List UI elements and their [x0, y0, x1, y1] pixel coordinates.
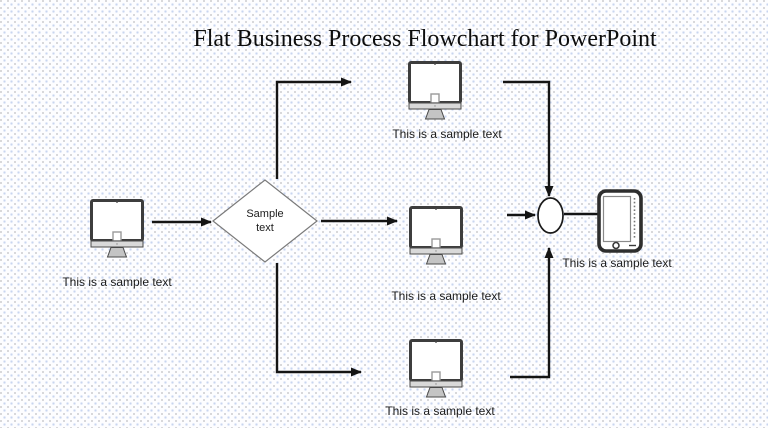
decision-label-line2: text	[256, 222, 274, 234]
connector-bottom-to-merge	[510, 247, 554, 379]
connector-decision-to-top	[275, 77, 352, 179]
decision-diamond-shape	[212, 179, 318, 263]
caption-branch-bottom: This is a sample text	[385, 404, 495, 418]
caption-branch-top: This is a sample text	[392, 127, 502, 141]
decision-label-line1: Sample	[246, 208, 284, 220]
connector-top-to-merge	[503, 80, 554, 197]
desktop-monitor-icon	[409, 206, 463, 266]
slide-title: Flat Business Process Flowchart for Powe…	[193, 26, 657, 52]
caption-start: This is a sample text	[62, 275, 172, 289]
caption-branch-middle: This is a sample text	[391, 289, 501, 303]
desktop-monitor-icon	[90, 199, 144, 259]
connector-decision-to-bottom	[275, 263, 362, 377]
decision-label: Sample text	[225, 207, 305, 235]
smartphone-icon	[597, 189, 643, 253]
desktop-monitor-icon	[408, 61, 462, 121]
merge-circle-shape	[537, 197, 564, 234]
caption-end: This is a sample text	[562, 256, 672, 270]
desktop-monitor-icon	[409, 339, 463, 399]
